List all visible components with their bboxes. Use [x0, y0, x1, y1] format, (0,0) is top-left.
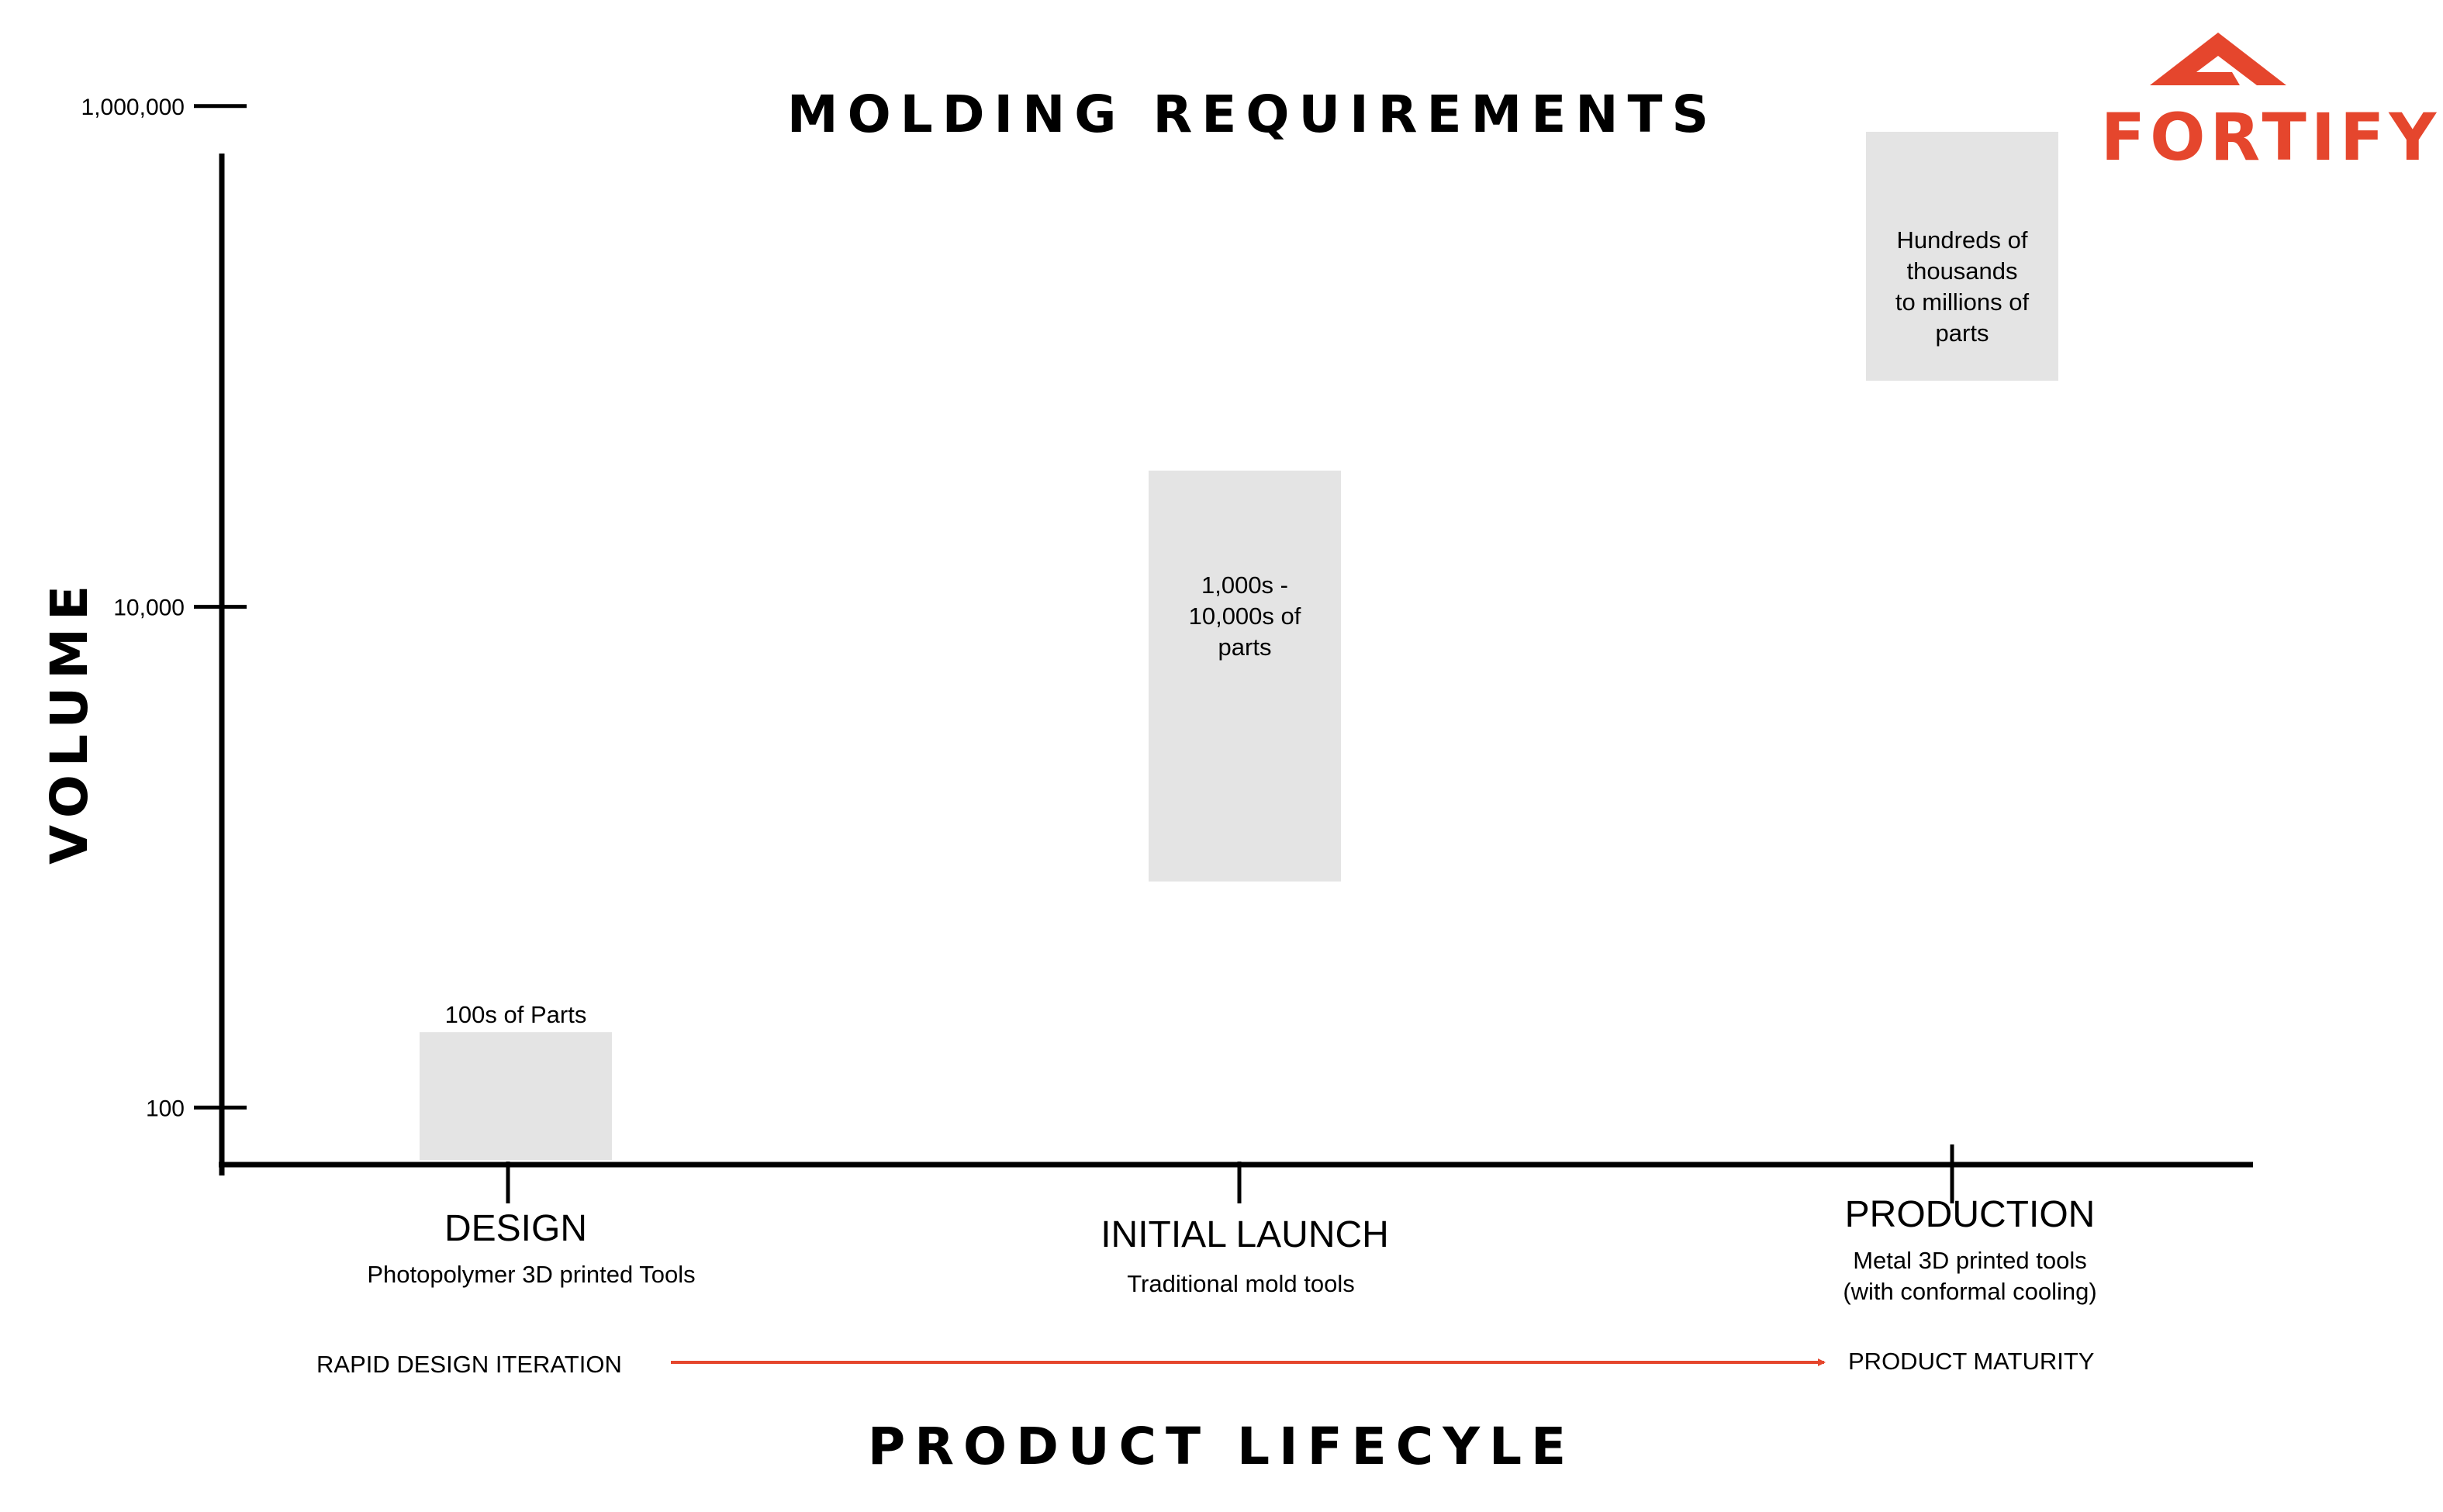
logo-text: FORTIFY — [2101, 99, 2441, 175]
y-tick-label: 1,000,000 — [81, 95, 185, 120]
x-category-label: DESIGN — [444, 1208, 587, 1249]
x-category-description: Photopolymer 3D printed Tools — [367, 1261, 695, 1288]
fortify-logo: FORTIFY — [2101, 33, 2441, 175]
bars-layer: 100s of Parts 1,000s - 10,000s of parts Hund… — [420, 132, 2058, 1160]
y-tick-label: 10,000 — [113, 595, 185, 621]
x-category-description: Traditional mold tools — [1127, 1270, 1355, 1297]
logo-roof-icon — [2150, 33, 2286, 85]
x-category-label: PRODUCTION — [1845, 1194, 2096, 1235]
flow-end-label: PRODUCT MATURITY — [1848, 1348, 2094, 1375]
flow-start-label: RAPID DESIGN ITERATION — [316, 1351, 622, 1378]
y-axis-label: VOLUME — [40, 578, 99, 865]
range-bar — [420, 1032, 612, 1160]
bar-value-label: 100s of Parts — [445, 1001, 587, 1028]
range-bar — [1149, 470, 1341, 882]
x-axis-label: PRODUCT LIFECYLE — [868, 1417, 1575, 1476]
bar-value-label: Hundreds of — [1897, 226, 2028, 254]
bar-value-label: parts — [1218, 633, 1272, 661]
x-category-label: INITIAL LAUNCH — [1101, 1214, 1389, 1255]
x-ticks-layer: DESIGN Photopolymer 3D printed Tools INITI… — [367, 1144, 2097, 1305]
bar-value-label: thousands — [1906, 257, 2017, 285]
range-bar — [1866, 132, 2058, 381]
y-tick-label: 100 — [146, 1096, 185, 1121]
chart-title: MOLDING REQUIREMENTS — [787, 85, 1718, 144]
y-ticks-layer: 100 10,000 1,000,000 — [81, 95, 247, 1121]
bar-value-label: to millions of — [1895, 288, 2030, 316]
x-category-description: (with conformal cooling) — [1843, 1278, 2096, 1305]
bar-value-label: 1,000s - — [1201, 571, 1288, 599]
x-category-description: Metal 3D printed tools — [1853, 1247, 2087, 1274]
bar-value-label: parts — [1936, 319, 1989, 347]
bar-value-label: 10,000s of — [1189, 602, 1301, 630]
